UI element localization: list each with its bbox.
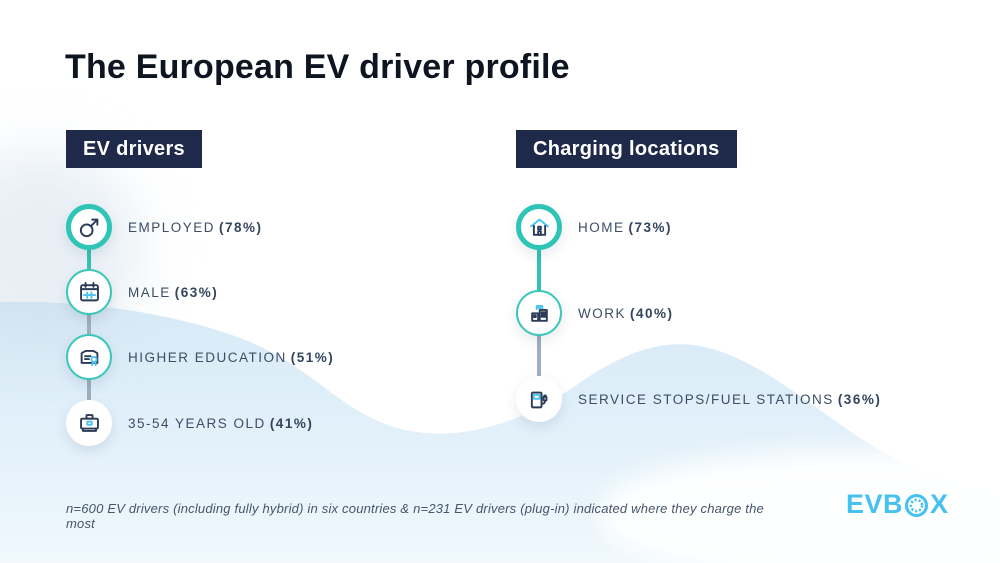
- logo-text-suffix: X: [930, 489, 949, 519]
- stat-value: (51%): [290, 349, 335, 365]
- home-icon: [529, 218, 549, 236]
- connector-gray: [537, 313, 541, 399]
- section-header-charging-locations: Charging locations: [516, 130, 737, 168]
- page-title: The European EV driver profile: [65, 48, 570, 86]
- stat-circle: [516, 376, 562, 422]
- stat-circle: [66, 400, 112, 446]
- stat-label: MALE: [128, 284, 171, 300]
- stat-circle: [516, 204, 562, 250]
- stat-label: WORK: [578, 305, 626, 321]
- stat-value: (36%): [837, 391, 882, 407]
- background-white-wave: [600, 450, 1000, 563]
- list-item-work: WORK(40%): [516, 290, 674, 336]
- list-item-higher-education: HIGHER EDUCATION(51%): [66, 334, 334, 380]
- list-item-home: HOME(73%): [516, 204, 672, 250]
- stat-label: 35-54 YEARS OLD: [128, 415, 266, 431]
- list-item-35-54-years-old: 35-54 YEARS OLD(41%): [66, 400, 313, 446]
- stat-circle: [66, 334, 112, 380]
- certificate-icon: [80, 349, 98, 366]
- stat-value: (41%): [269, 415, 314, 431]
- stat-value: (63%): [174, 284, 219, 300]
- list-item-employed: EMPLOYED(78%): [66, 204, 263, 250]
- footnote: n=600 EV drivers (including fully hybrid…: [66, 501, 764, 531]
- list-item-male: MALE(63%): [66, 269, 218, 315]
- stat-value: (78%): [219, 219, 263, 235]
- stat-label: SERVICE STOPS/FUEL STATIONS: [578, 391, 834, 407]
- work-icon: [530, 304, 548, 322]
- connector-teal: [537, 227, 541, 313]
- stat-circle: [516, 290, 562, 336]
- stat-label: HIGHER EDUCATION: [128, 349, 287, 365]
- section-header-ev-drivers: EV drivers: [66, 130, 202, 168]
- list-item-service-stops: SERVICE STOPS/FUEL STATIONS(36%): [516, 376, 881, 422]
- logo-text-prefix: EVB: [846, 489, 904, 519]
- connector-teal: [87, 227, 91, 292]
- male-icon: [79, 218, 98, 237]
- stat-label: EMPLOYED: [128, 219, 216, 235]
- stat-value: (40%): [630, 305, 674, 321]
- stat-circle: [66, 269, 112, 315]
- stat-value: (73%): [628, 219, 673, 235]
- stat-label: HOME: [578, 219, 625, 235]
- evbox-logo: EVB X: [846, 489, 949, 520]
- evbox-socket-icon: [904, 493, 929, 518]
- calendar-icon: [79, 281, 99, 301]
- stat-circle: [66, 204, 112, 250]
- charger-icon: [530, 391, 547, 408]
- briefcase-icon: [79, 413, 99, 432]
